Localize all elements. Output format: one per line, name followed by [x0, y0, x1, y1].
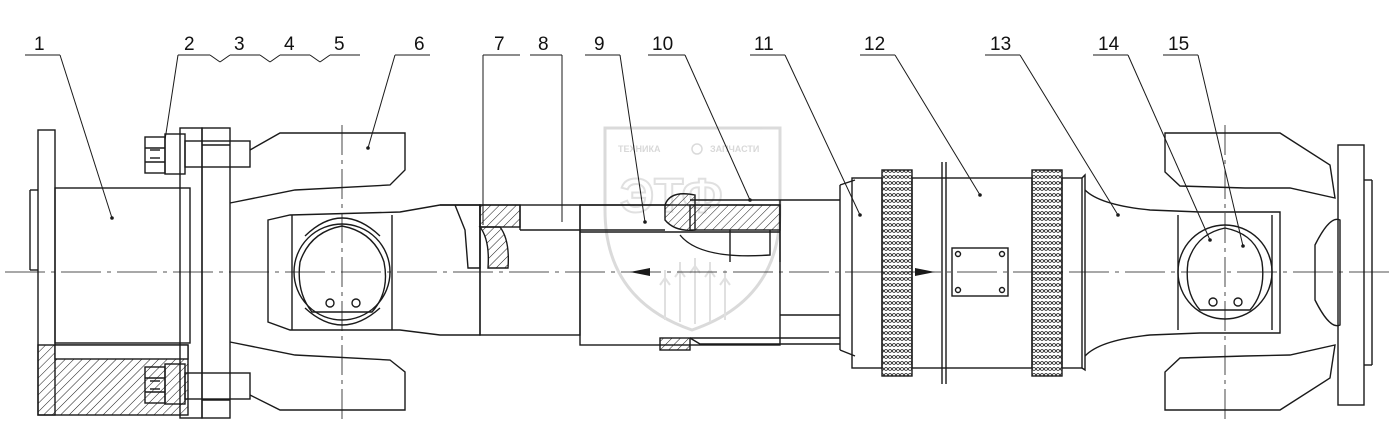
callout-14: 14	[1098, 34, 1120, 55]
callout-5: 5	[334, 34, 345, 55]
left-yoke-bottom	[229, 341, 406, 411]
callout-9: 9	[594, 34, 605, 55]
callout-2: 2	[184, 34, 195, 55]
weld-left	[881, 169, 913, 377]
callout-12: 12	[864, 34, 885, 55]
callout-labels: 1 2 3 4 5 6 7 8 9 10 11 12 13 14 15	[34, 34, 1189, 55]
right-flange	[1337, 144, 1365, 406]
callout-7: 7	[494, 34, 505, 55]
callout-6: 6	[414, 34, 425, 55]
gear-icon	[691, 143, 703, 155]
bolt-top	[144, 133, 251, 175]
left-yoke-top	[229, 132, 406, 204]
leader-lines	[25, 54, 1244, 247]
callout-13: 13	[990, 34, 1011, 55]
watermark-right-text: ЗАПЧАСТИ	[710, 144, 759, 154]
callout-4: 4	[284, 34, 295, 55]
flange-hub	[54, 187, 191, 344]
callout-8: 8	[538, 34, 549, 55]
callout-1: 1	[34, 34, 45, 55]
weld-right	[1031, 169, 1063, 377]
callout-11: 11	[754, 34, 774, 55]
right-yoke-top	[1164, 132, 1336, 199]
callout-15: 15	[1168, 34, 1189, 55]
drawing-lines	[5, 125, 1390, 420]
arrow-right	[630, 268, 650, 276]
wheat-icon	[659, 258, 731, 324]
bolt-bottom	[144, 363, 251, 405]
callout-10: 10	[652, 34, 673, 55]
right-yoke-bottom	[1164, 344, 1336, 411]
callout-3: 3	[234, 34, 245, 55]
balance-plate	[951, 247, 1009, 297]
arrow-left	[915, 268, 935, 276]
watermark-left-text: ТЕХНИКА	[618, 144, 661, 154]
